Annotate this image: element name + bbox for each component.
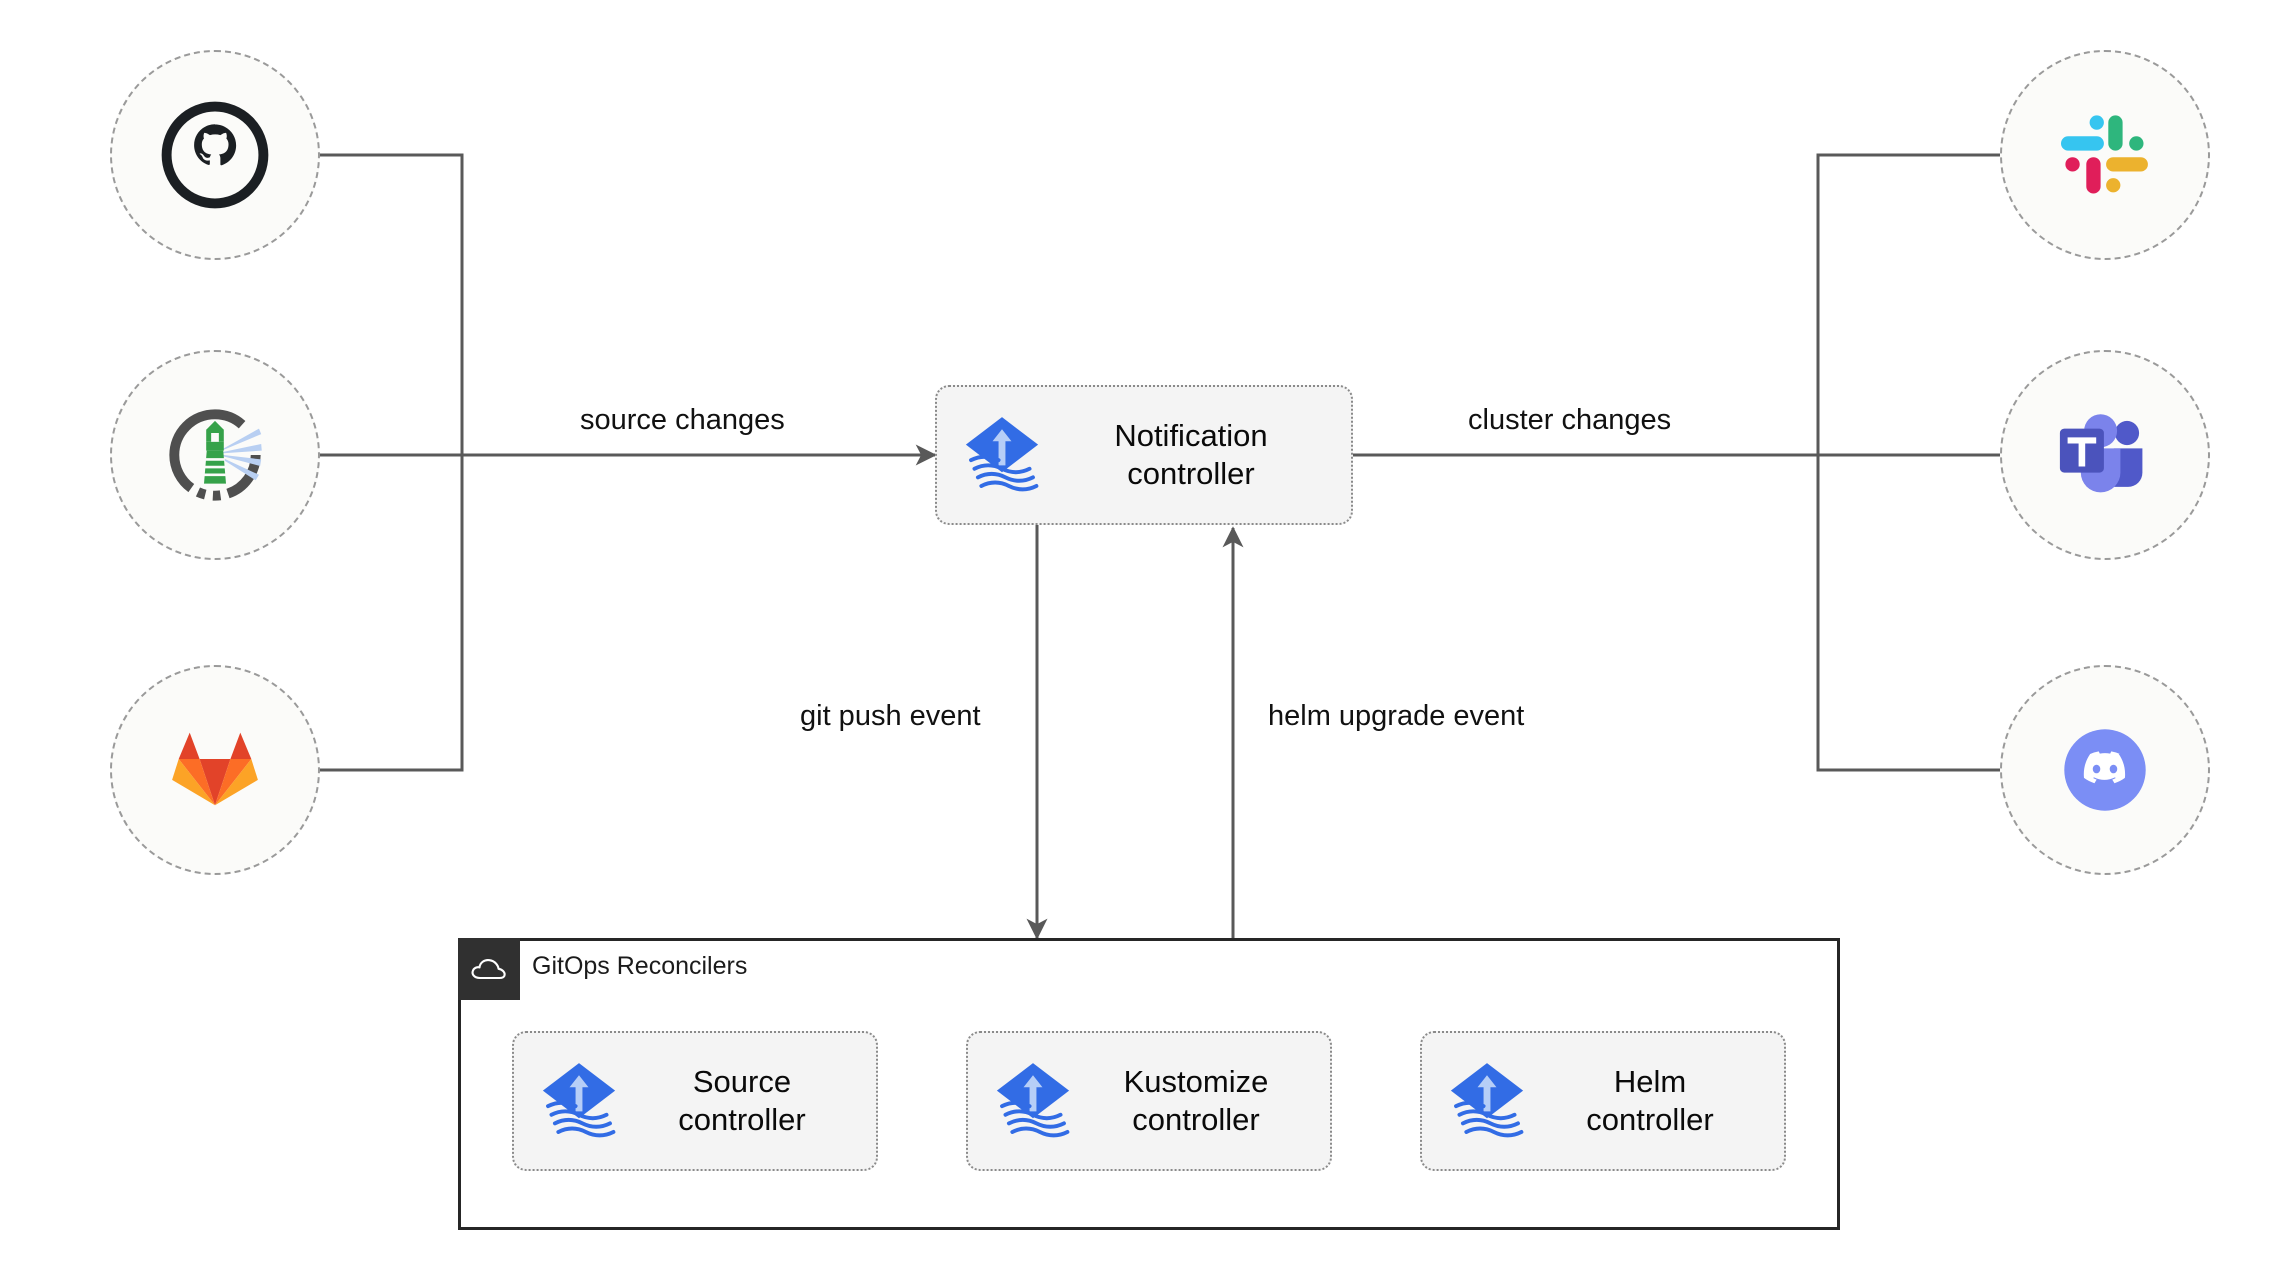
- source-node-github[interactable]: [110, 50, 320, 260]
- destination-node-teams[interactable]: [2000, 350, 2210, 560]
- edge-label-git-push-event: git push event: [800, 700, 981, 732]
- flux-icon: [965, 417, 1039, 492]
- edge-label-helm-upgrade-event: helm upgrade event: [1268, 700, 1525, 732]
- flux-icon: [996, 1063, 1070, 1138]
- teams-icon: [2059, 414, 2143, 493]
- destination-node-discord[interactable]: [2000, 665, 2210, 875]
- edge-github-to-trunk: [315, 153, 464, 455]
- helm-controller-label: Helm controller: [1586, 1063, 1714, 1137]
- edge-label-source-changes: source changes: [580, 404, 785, 436]
- source-controller-label: Source controller: [678, 1063, 806, 1137]
- flux-icon: [542, 1063, 616, 1138]
- gitlab-icon: [172, 732, 258, 806]
- edge-label-cluster-changes: cluster changes: [1468, 404, 1672, 436]
- source-node-flagger[interactable]: [110, 350, 320, 560]
- source-node-gitlab[interactable]: [110, 665, 320, 875]
- kustomize-controller-node[interactable]: Kustomize controller: [966, 1031, 1332, 1171]
- destination-node-slack[interactable]: [2000, 50, 2210, 260]
- source-controller-node[interactable]: Source controller: [512, 1031, 878, 1171]
- slack-icon: [2061, 115, 2148, 194]
- kustomize-controller-label: Kustomize controller: [1123, 1063, 1269, 1137]
- github-icon: [161, 101, 269, 209]
- discord-icon: [2064, 729, 2146, 811]
- flux-icon: [1450, 1063, 1524, 1138]
- cloud-icon: [471, 959, 506, 980]
- gitops-reconcilers-tab: [458, 938, 520, 1000]
- gitops-reconcilers-title: GitOps Reconcilers: [532, 952, 748, 980]
- notification-controller-label: Notification controller: [1114, 417, 1268, 491]
- helm-controller-node[interactable]: Helm controller: [1420, 1031, 1786, 1171]
- notification-controller-node[interactable]: Notification controller: [935, 385, 1353, 525]
- flagger-icon: [169, 409, 262, 501]
- edge-gitlab-to-trunk: [315, 455, 464, 772]
